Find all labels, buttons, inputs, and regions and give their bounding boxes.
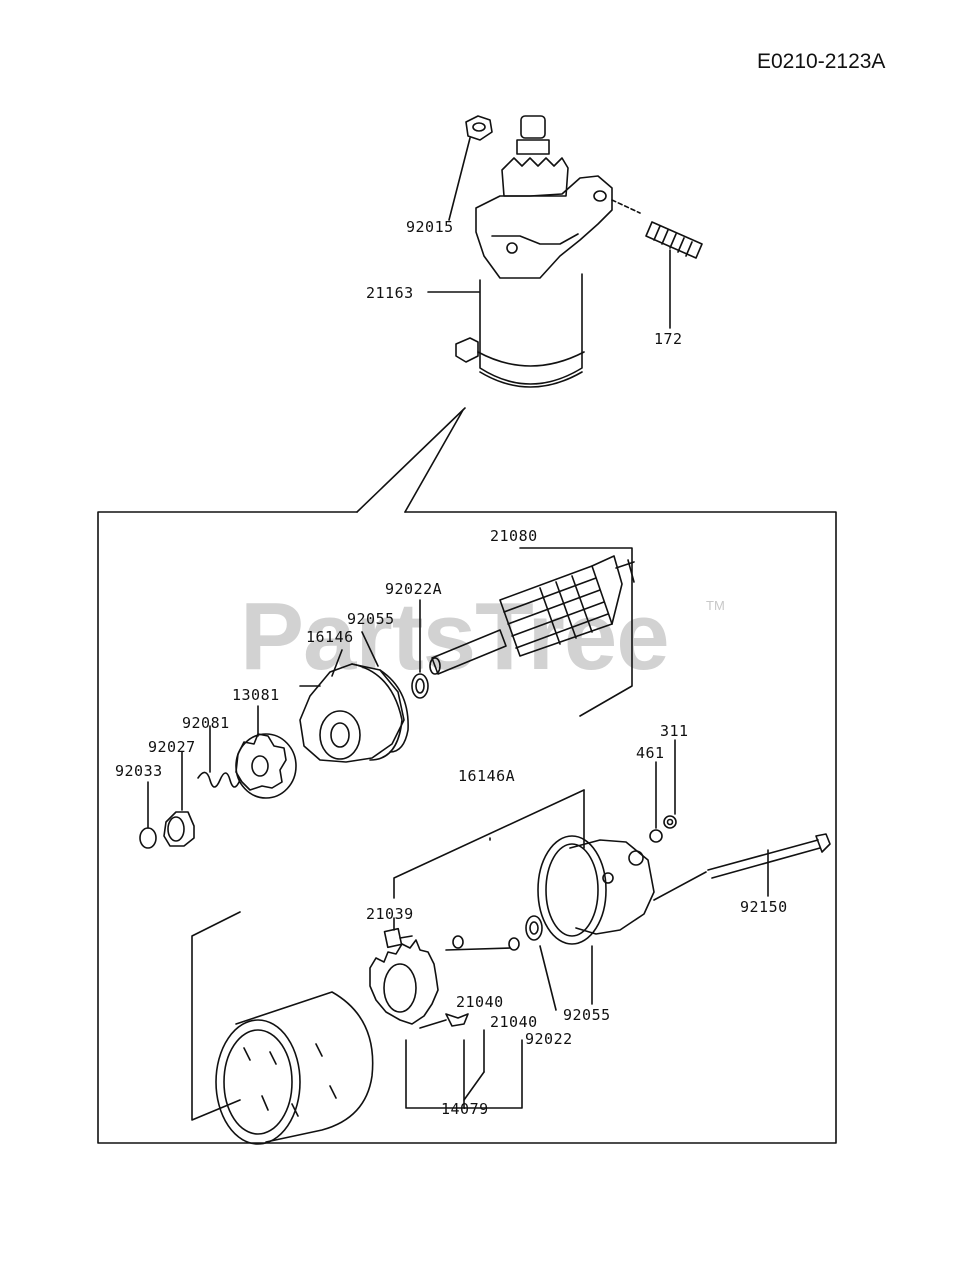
part-label-92055-top[interactable]: 92055 xyxy=(347,610,395,628)
front-bracket xyxy=(299,663,409,763)
part-label-92033[interactable]: 92033 xyxy=(115,762,163,780)
part-label-16146a[interactable]: 16146A xyxy=(458,767,516,785)
washer-92022a xyxy=(411,673,429,699)
part-label-16146[interactable]: 16146 xyxy=(306,628,354,646)
part-label-21040-b[interactable]: 21040 xyxy=(490,1013,538,1031)
collar xyxy=(163,811,195,847)
part-label-14079[interactable]: 14079 xyxy=(441,1100,489,1118)
part-label-311[interactable]: 311 xyxy=(660,722,689,740)
part-label-92055-bottom[interactable]: 92055 xyxy=(563,1006,611,1024)
part-label-21039[interactable]: 21039 xyxy=(366,905,414,923)
starter-motor-assembly xyxy=(455,115,703,388)
part-label-21080[interactable]: 21080 xyxy=(490,527,538,545)
diagram-code: E0210-2123A xyxy=(757,50,886,73)
part-label-92022[interactable]: 92022 xyxy=(525,1030,573,1048)
part-label-92081[interactable]: 92081 xyxy=(182,714,230,732)
part-label-92150[interactable]: 92150 xyxy=(740,898,788,916)
watermark-trademark: TM xyxy=(706,598,725,613)
part-label-21040-a[interactable]: 21040 xyxy=(456,993,504,1011)
part-label-461[interactable]: 461 xyxy=(636,744,665,762)
part-label-92015[interactable]: 92015 xyxy=(406,218,454,236)
through-bolt xyxy=(707,833,831,879)
part-label-92022a[interactable]: 92022A xyxy=(385,580,443,598)
part-label-13081[interactable]: 13081 xyxy=(232,686,280,704)
watermark: PartsTree xyxy=(240,583,670,690)
part-label-92027[interactable]: 92027 xyxy=(148,738,196,756)
spring xyxy=(197,771,241,788)
pinion-gear xyxy=(235,733,297,799)
ring xyxy=(139,827,157,849)
part-label-21163[interactable]: 21163 xyxy=(366,284,414,302)
yoke xyxy=(215,991,374,1145)
brush-holder xyxy=(369,927,520,1029)
part-label-172[interactable]: 172 xyxy=(654,330,683,348)
rear-bracket xyxy=(537,835,707,945)
armature xyxy=(429,555,635,675)
